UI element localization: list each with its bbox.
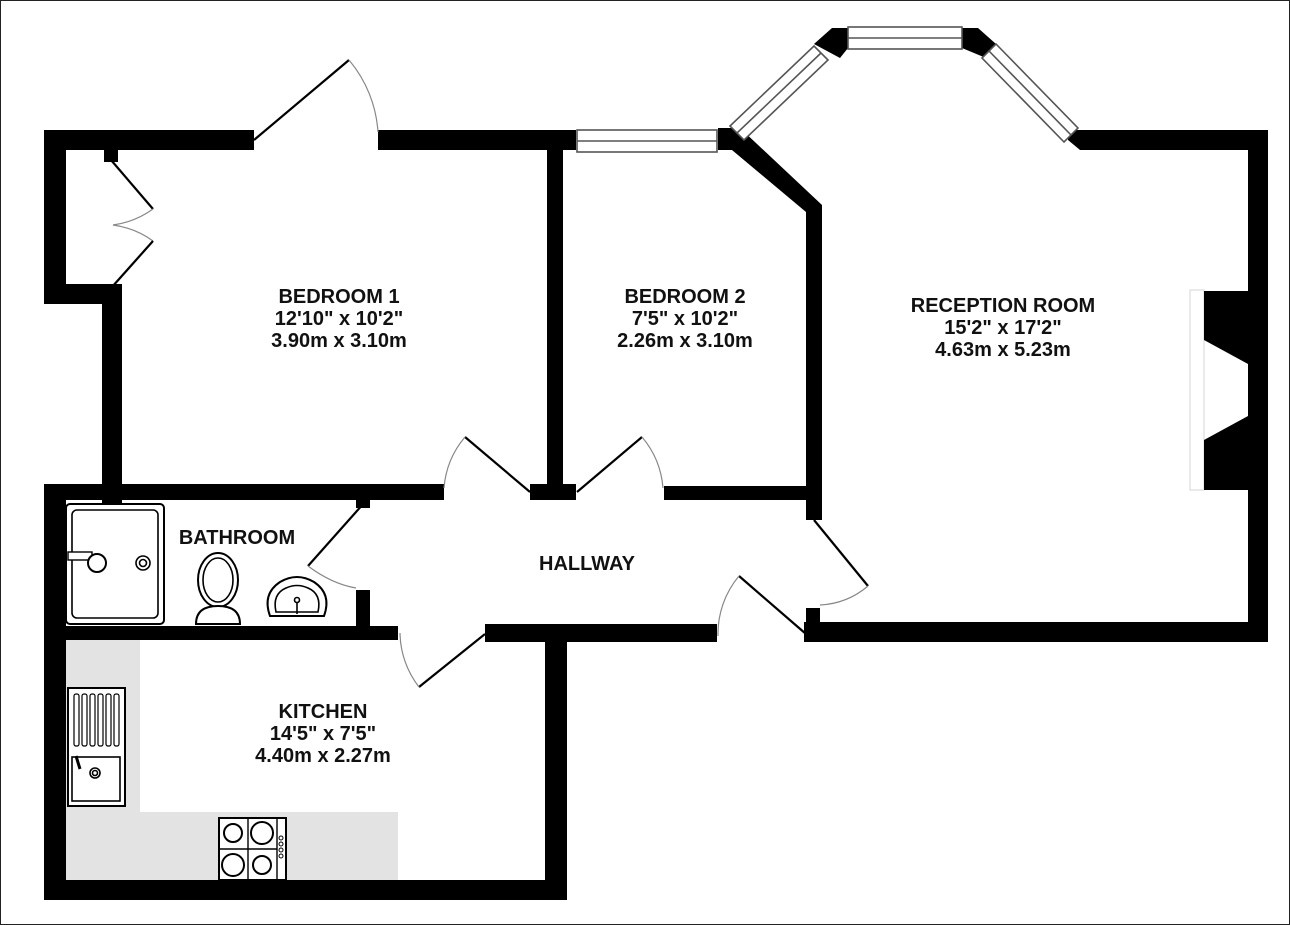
room-size-metric: 4.63m x 5.23m [935,339,1071,361]
room-size-metric: 4.40m x 2.27m [255,745,391,767]
kitchen-sink-icon [67,687,126,807]
room-size-imperial: 15'2" x 17'2" [944,317,1062,339]
room-size-imperial: 14'5" x 7'5" [269,723,377,745]
room-label-reception-room: RECEPTION ROOM 15'2" x 17'2" 4.63m x 5.2… [873,295,1133,361]
doors [110,59,869,688]
room-label-hallway: HALLWAY [507,553,667,575]
wash-basin-icon [266,576,328,617]
room-size-imperial: 7'5" x 10'2" [631,308,739,330]
room-size-metric: 3.90m x 3.10m [271,330,407,352]
room-label-bedroom-1: BEDROOM 1 12'10" x 10'2" 3.90m x 3.10m [229,286,449,352]
bay-window [728,26,1080,144]
room-label-bathroom: BATHROOM [157,527,317,549]
shower-tray-icon [65,503,165,625]
room-name: KITCHEN [278,701,368,723]
room-size-metric: 2.26m x 3.10m [617,330,753,352]
room-name: RECEPTION ROOM [910,295,1096,317]
walls [44,28,1268,900]
room-size-imperial: 12'10" x 10'2" [274,308,404,330]
gas-hob-icon [218,817,287,881]
room-name: BEDROOM 2 [624,286,746,308]
room-label-bedroom-2: BEDROOM 2 7'5" x 10'2" 2.26m x 3.10m [575,286,795,352]
windows [576,26,1080,153]
room-label-kitchen: KITCHEN 14'5" x 7'5" 4.40m x 2.27m [213,701,433,767]
room-name: BATHROOM [178,527,296,549]
toilet-icon [194,552,242,625]
room-name: HALLWAY [539,553,635,575]
room-name: BEDROOM 1 [278,286,400,308]
